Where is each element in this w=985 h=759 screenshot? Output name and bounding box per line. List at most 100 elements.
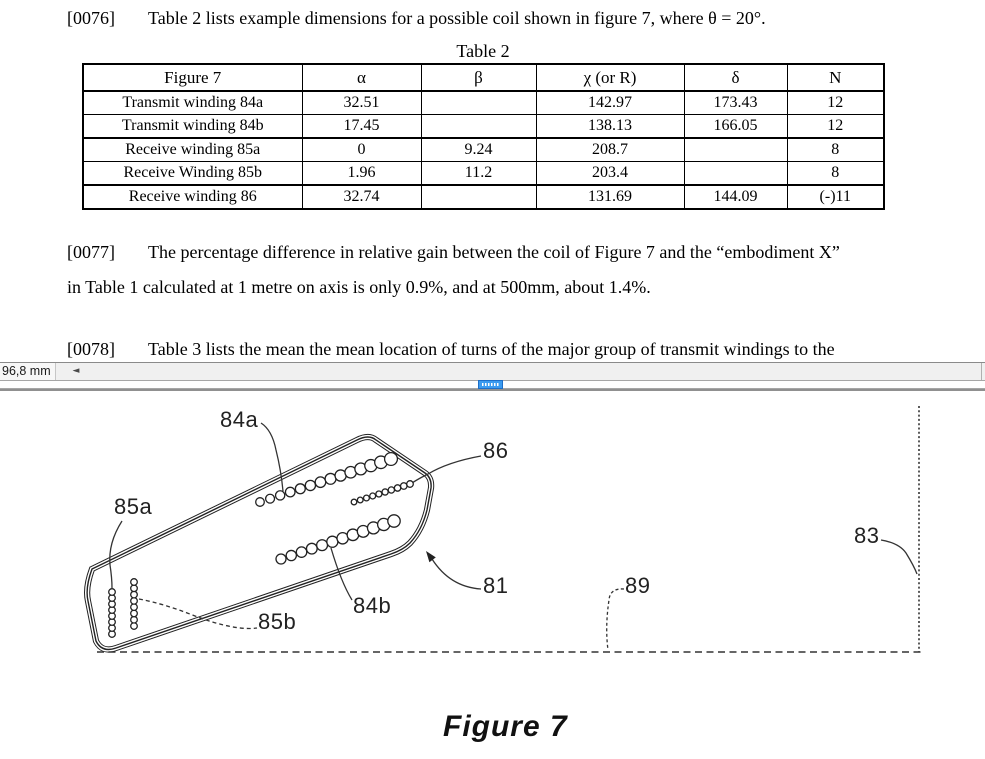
table-header-cell: Figure 7 [82,63,303,92]
table-cell: 1.96 [301,161,422,186]
table-cell: 144.09 [683,184,788,210]
winding-turn-circle [324,472,337,485]
winding-turn-circle [274,490,286,501]
winding-turn-circle [130,609,138,618]
pane-divider [0,389,985,391]
winding-turn-circle [369,492,377,500]
table-row: Transmit winding 84a 32.51 142.97 173.43… [82,90,885,115]
table-header-cell: δ [683,63,788,92]
table-cell: 32.74 [301,184,422,210]
winding-turn-circle [375,490,383,498]
winding-turn-circle [284,486,296,498]
table-cell: Transmit winding 84a [82,90,303,115]
figure-caption: Figure 7 [443,710,568,743]
winding-turn-circle [285,549,298,562]
figure-label-84b: 84b [353,593,392,618]
table-cell: 12 [786,114,885,139]
winding-turn-circle [356,496,364,504]
leader-85a [109,520,123,589]
figure-label-85a: 85a [114,494,153,519]
splitter-handle[interactable] [478,380,503,389]
winding-turn-circle [130,584,138,593]
leader-84a [260,422,284,492]
paragraph-text: Table 3 lists the mean the mean location… [148,339,835,359]
position-readout: 96,8 mm [0,363,56,380]
winding-turn-circle [350,498,358,506]
paragraph-text: Table 2 lists example dimensions for a p… [148,8,766,28]
paragraph-0076: [0076] Table 2 lists example dimensions f… [67,7,766,29]
paragraph-number: [0076] [67,8,115,28]
figure-pane: 84a 86 85a 83 81 89 84b 85b Figure 7 [0,392,985,759]
table-cell: 208.7 [535,137,685,162]
scroll-left-arrow-icon[interactable]: ◄ [72,366,80,376]
document-pane: [0076] Table 2 lists example dimensions f… [0,0,985,361]
table-header-cell: χ (or R) [535,63,685,92]
winding-turn-circle [326,535,339,548]
winding-turn-circle [381,488,389,496]
paragraph-0077-line2: in Table 1 calculated at 1 metre on axis… [67,276,651,298]
winding-turn-circle [130,578,138,586]
table-2: Figure 7 α β χ (or R) δ N Transmit windi… [82,63,885,210]
figure-label-86: 86 [483,438,509,463]
winding-turn-circle [264,493,276,504]
leader-85b [138,598,258,630]
winding-turn-circle [130,596,138,605]
winding-turn-circle [255,497,265,507]
table-header-cell: α [301,63,422,92]
winding-turn-circle [295,546,308,558]
winding-turn-circle [305,542,318,555]
status-bar: 96,8 mm ◄ [0,362,985,380]
table-cell: 131.69 [535,184,685,210]
figure-label-84a: 84a [220,407,259,432]
figure-label-83: 83 [854,523,880,548]
winding-84b [275,514,401,565]
figure-label-89: 89 [625,573,651,598]
table-header-row: Figure 7 α β χ (or R) δ N [82,63,885,92]
table-cell [420,184,537,210]
paragraph-text: in Table 1 calculated at 1 metre on axis… [67,277,651,297]
table-cell: (-)11 [786,184,885,210]
horizontal-scrollbar[interactable] [0,380,985,389]
table-row: Receive winding 85a 0 9.24 208.7 8 [82,137,885,162]
winding-turn-circle [130,590,138,599]
table-title: Table 2 [456,41,510,61]
coil-outline [84,433,435,653]
table-cell: 9.24 [420,137,537,162]
winding-turn-circle [399,482,408,490]
winding-turn-circle [316,539,329,552]
winding-turn-circle [130,615,138,624]
figure-7-drawing [84,406,922,653]
winding-turn-circle [130,603,138,612]
table-row: Receive Winding 85b 1.96 11.2 203.4 8 [82,161,885,186]
table-header-cell: N [786,63,885,92]
leader-84b [330,547,353,601]
winding-86 [350,480,414,506]
table-row: Transmit winding 84b 17.45 138.13 166.05… [82,114,885,139]
table-cell [683,137,788,162]
table-cell: 0 [301,137,422,162]
table-cell: 8 [786,161,885,186]
table-cell: 166.05 [683,114,788,139]
table-cell [420,114,537,139]
paragraph-number: [0077] [67,242,115,262]
table-cell: 32.51 [301,90,422,115]
table-cell: 203.4 [535,161,685,186]
winding-turn-circle [294,483,306,495]
winding-turn-circle [383,451,399,467]
table-cell: Receive Winding 85b [82,161,303,186]
paragraph-0077-line1: [0077] The percentage difference in relat… [67,241,840,263]
arrowhead-81-icon [426,551,436,563]
winding-84a [255,451,399,507]
winding-turn-circle [387,514,401,528]
table-cell: 8 [786,137,885,162]
winding-turn-circle [130,622,138,630]
leader-89 [606,588,625,651]
table-cell: 11.2 [420,161,537,186]
winding-turn-circle [393,484,402,492]
table-cell [420,90,537,115]
table-cell: Transmit winding 84b [82,114,303,139]
figure-label-81: 81 [483,573,509,598]
winding-turn-circle [314,476,327,489]
paragraph-text: The percentage difference in relative ga… [148,242,840,262]
winding-85a [108,588,116,638]
